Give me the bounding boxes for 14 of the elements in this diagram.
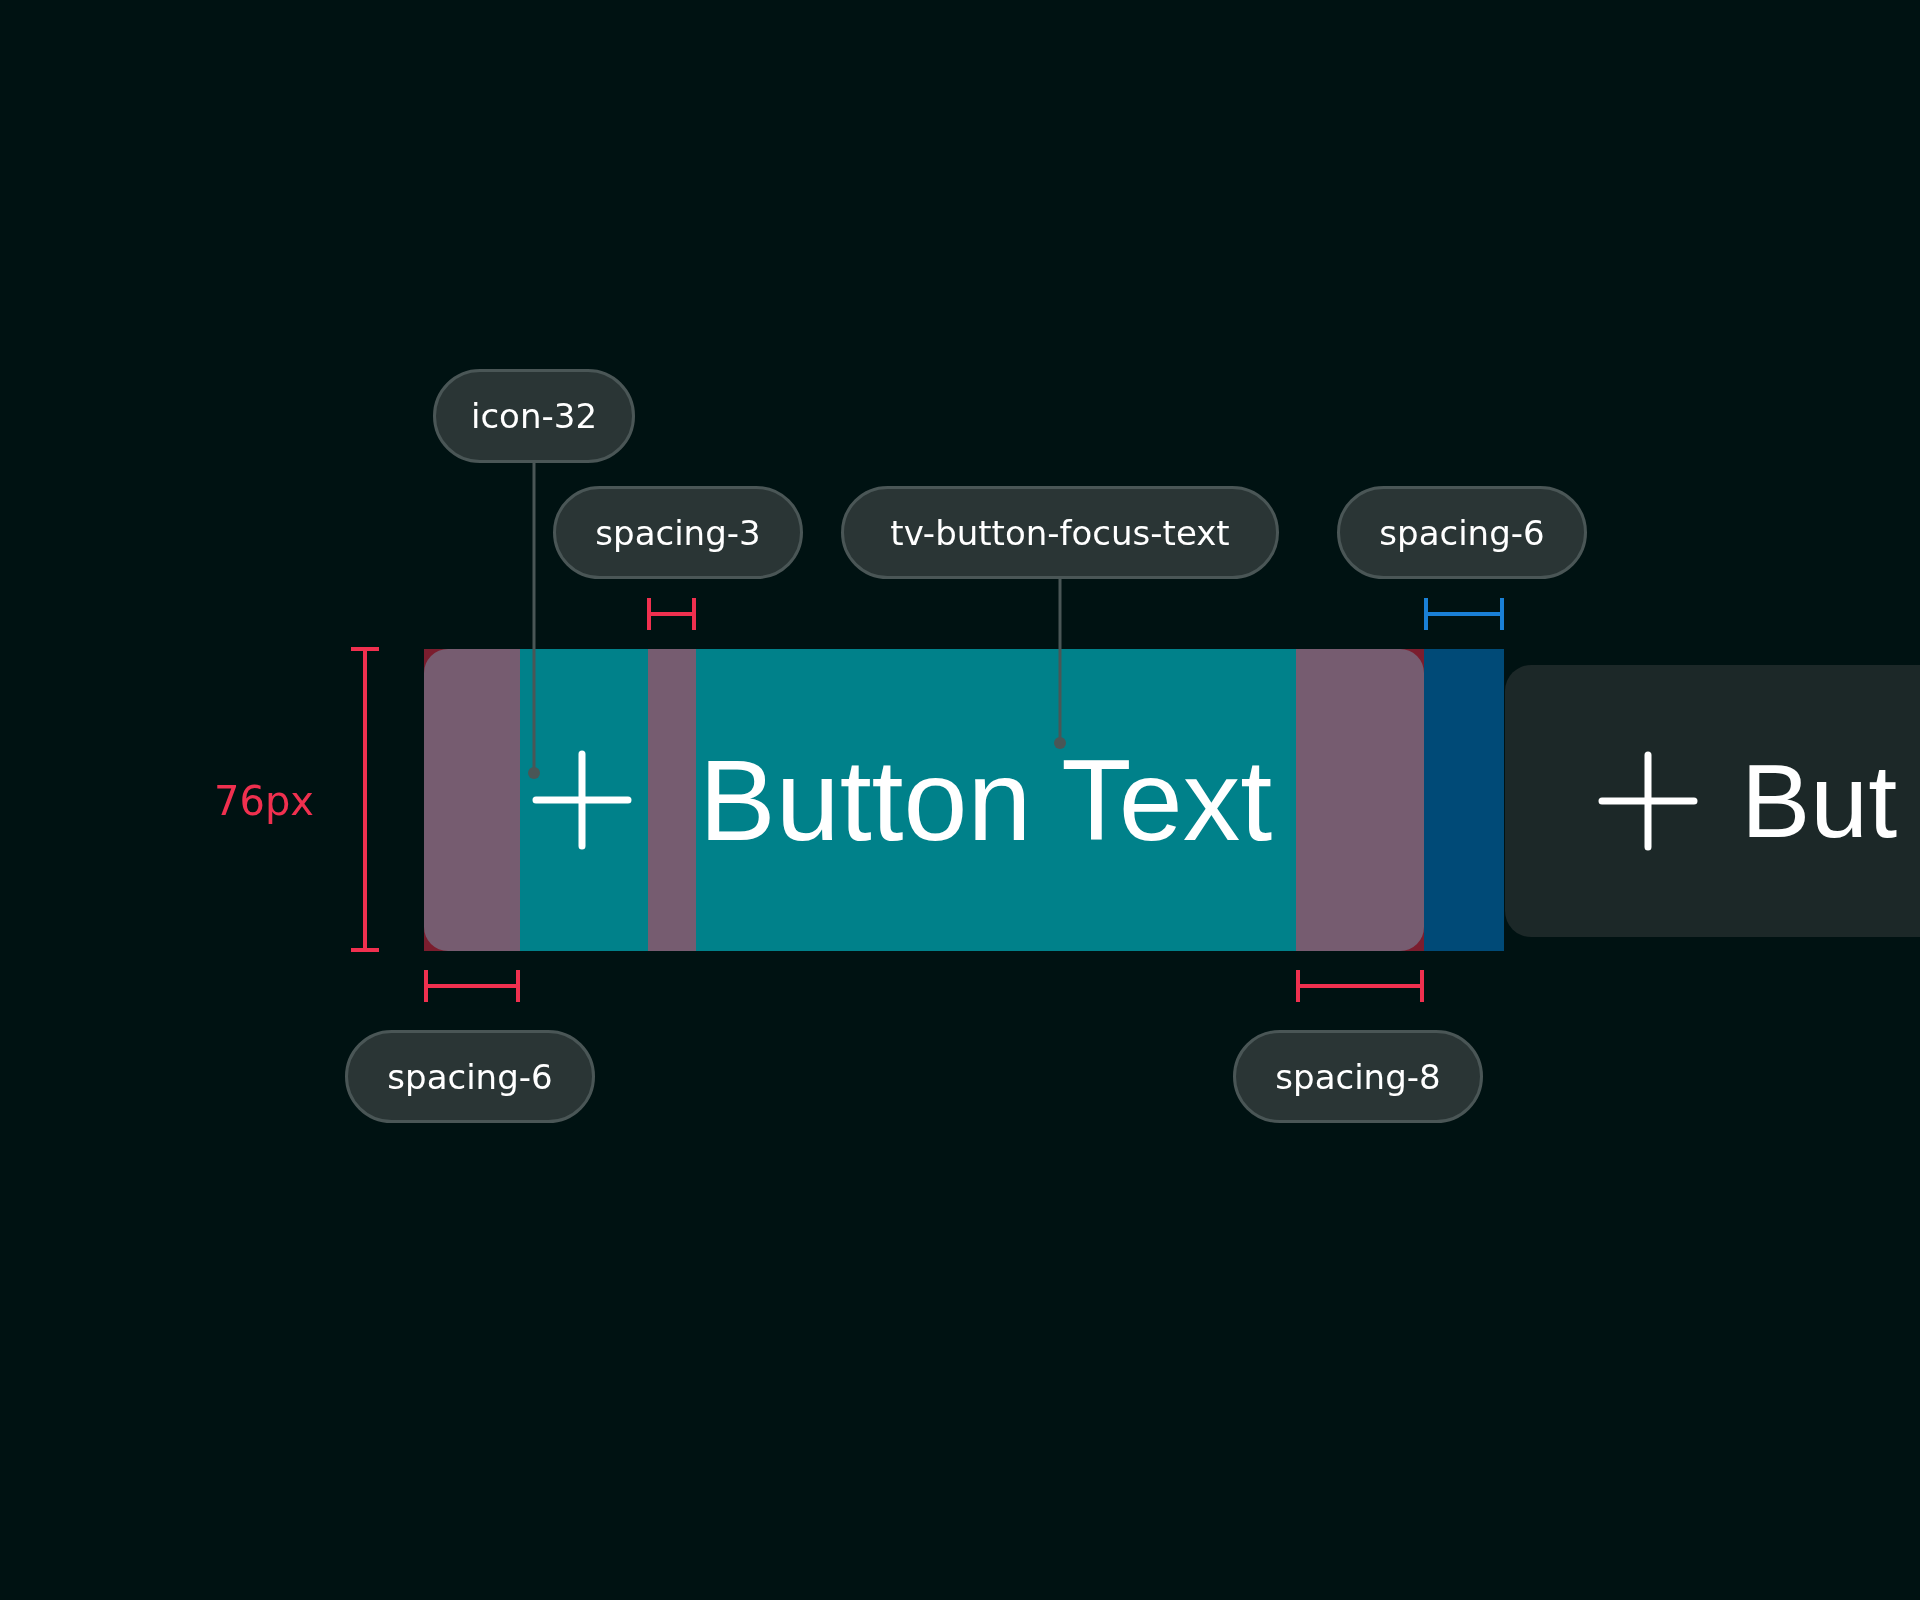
leader-line [1054, 579, 1066, 749]
token-label: tv-button-focus-text [841, 486, 1279, 579]
button-text: Button Text [699, 743, 1273, 858]
token-label: spacing-8 [1233, 1030, 1483, 1123]
token-label: spacing-6 [345, 1030, 595, 1123]
focused-button [424, 649, 1424, 951]
button-text: But [1741, 749, 1898, 853]
button [1505, 665, 1920, 937]
plus-icon [534, 752, 630, 848]
token-label: icon-32 [433, 369, 635, 463]
margin-area [1424, 649, 1504, 951]
leader-line [528, 463, 540, 779]
token-label: spacing-3 [553, 486, 803, 579]
token-label: spacing-6 [1337, 486, 1587, 579]
